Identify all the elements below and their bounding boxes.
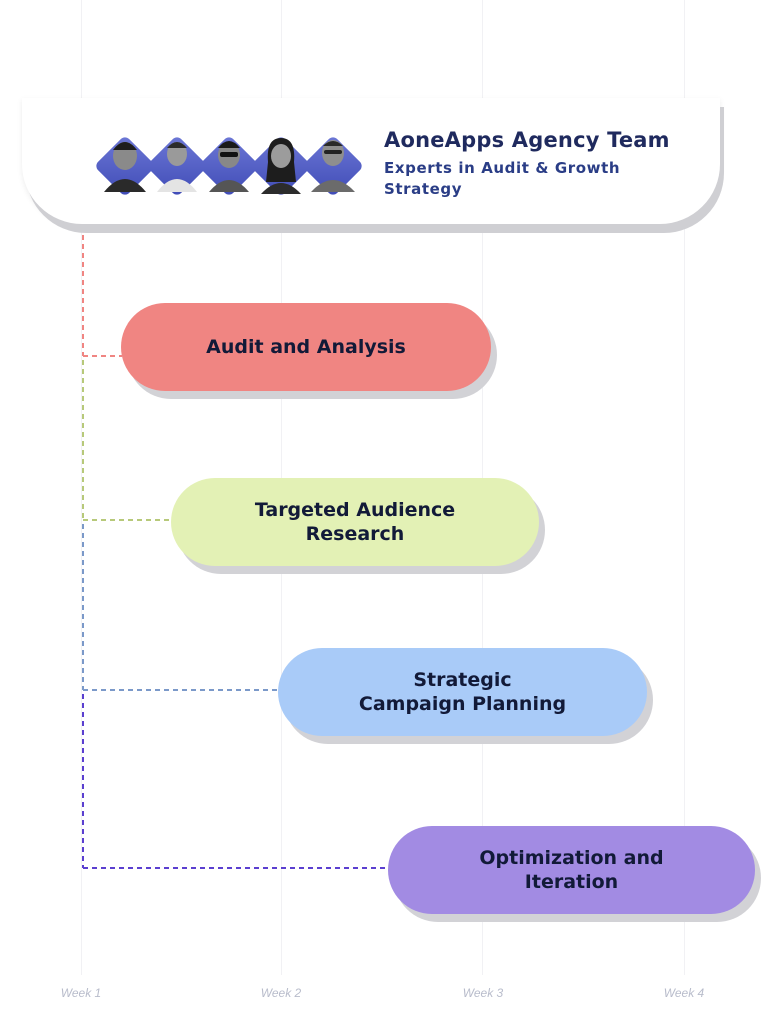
avatar <box>90 126 160 206</box>
team-avatars <box>90 126 365 206</box>
week-label: Week 4 <box>663 986 705 1000</box>
week-label: Week 1 <box>60 986 102 1000</box>
phase-label: Optimization and Iteration <box>479 847 664 893</box>
week-label: Week 3 <box>462 986 504 1000</box>
phase-optimization-iteration: Optimization and Iteration <box>388 826 755 914</box>
phase-label: Targeted Audience Research <box>254 499 456 545</box>
team-card: AoneApps Agency Team Experts in Audit & … <box>22 98 720 224</box>
phase-label: Strategic Campaign Planning <box>358 669 567 715</box>
gridline-week-4 <box>684 0 685 975</box>
phase-label: Audit and Analysis <box>206 336 406 358</box>
week-label: Week 2 <box>260 986 302 1000</box>
avatar <box>298 126 368 206</box>
avatar <box>246 126 316 206</box>
avatar <box>194 126 264 206</box>
team-title: AoneApps Agency Team <box>384 128 670 152</box>
phase-campaign-planning: Strategic Campaign Planning <box>278 648 647 736</box>
phase-audit-analysis: Audit and Analysis <box>121 303 491 391</box>
team-subtitle: Experts in Audit & Growth Strategy <box>384 159 621 198</box>
avatar <box>142 126 212 206</box>
phase-audience-research: Targeted Audience Research <box>171 478 539 566</box>
gridline-week-1 <box>81 0 82 975</box>
